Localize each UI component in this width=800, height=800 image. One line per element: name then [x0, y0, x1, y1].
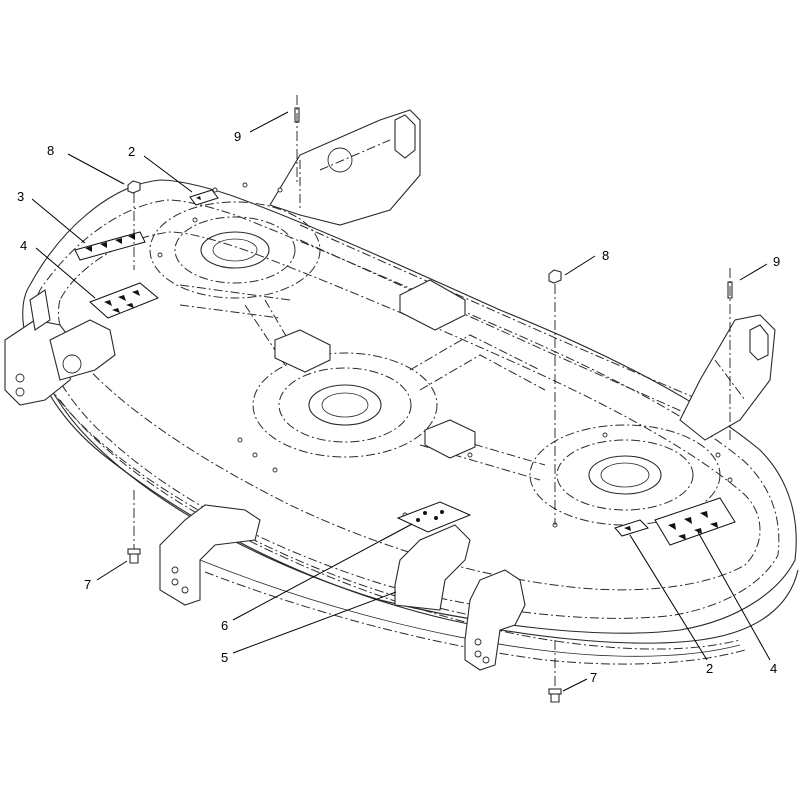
- front-bracket-right: [464, 569, 526, 671]
- nut-8-right: [548, 269, 562, 525]
- callout-2-top: 2: [128, 144, 135, 159]
- callout-4-right: 4: [770, 661, 777, 676]
- front-bracket-center: [394, 524, 471, 611]
- front-bracket-left: [159, 504, 261, 606]
- rear-pivot-bracket: [269, 109, 421, 226]
- callout-8-right: 8: [602, 248, 609, 263]
- right-lift-arm: [679, 314, 776, 441]
- bolt-7-left: [127, 490, 141, 564]
- leader-lines: [31, 111, 771, 692]
- decal-4-left: [89, 282, 159, 319]
- callout-6: 6: [221, 618, 228, 633]
- callout-9-right: 9: [773, 254, 780, 269]
- spindle-center: [252, 352, 438, 458]
- nut-8-left: [127, 180, 141, 270]
- bolt-9-top: [294, 95, 300, 185]
- callout-8-left: 8: [47, 143, 54, 158]
- deck-shell: [22, 179, 799, 665]
- decal-3: [74, 231, 146, 261]
- callout-7-bottom: 7: [590, 670, 597, 685]
- bolt-7-bottom: [548, 640, 562, 703]
- decal-2-top: [189, 189, 219, 206]
- callout-5: 5: [221, 650, 228, 665]
- deck-holes: [157, 182, 733, 528]
- rail-brackets: [274, 279, 476, 459]
- callout-2-bottom: 2: [706, 661, 713, 676]
- callout-9-top: 9: [234, 129, 241, 144]
- left-front-bracket: [4, 289, 116, 406]
- decal-6: [396, 501, 472, 533]
- callout-7-left: 7: [84, 577, 91, 592]
- bolt-9-right: [727, 268, 733, 440]
- spindle-right: [529, 424, 721, 526]
- callout-labels: 9 8 2 3 4 8 9 7 6 5 2 4 7: [17, 129, 780, 685]
- callout-3: 3: [17, 189, 24, 204]
- callout-4-left: 4: [20, 238, 27, 253]
- spindle-left: [149, 201, 321, 299]
- decal-4-right: [654, 497, 736, 546]
- decal-2-bottom: [614, 519, 649, 537]
